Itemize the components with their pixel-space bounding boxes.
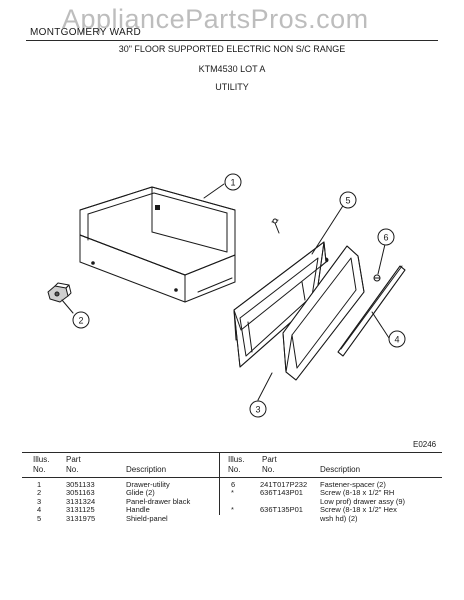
- table-cell-part: 636T143P01: [260, 488, 303, 498]
- table-row: 6: [231, 480, 236, 489]
- screw-part: [271, 218, 280, 234]
- table-cell-part: 3051163: [66, 488, 95, 498]
- table-row: 5: [37, 513, 42, 523]
- table-cell-part: 3131125: [66, 505, 95, 515]
- table-row: 1: [37, 480, 42, 489]
- callout-circles: [72, 173, 406, 418]
- table-row: *: [231, 505, 234, 515]
- table-cell-description: Glide (2): [126, 488, 155, 498]
- callout-label-3: 3: [255, 405, 260, 415]
- table-cell-description: Screw (8-18 x 1/2" RH: [320, 488, 395, 498]
- header-illus-left: Illus.No.: [33, 455, 50, 474]
- glide-part: [47, 282, 72, 303]
- table-cell-part: 241T017P232: [260, 480, 308, 489]
- callout-label-4: 4: [394, 335, 399, 345]
- table-cell-description: Drawer-utility: [126, 480, 170, 489]
- callout-label-1: 1: [230, 178, 235, 188]
- table-row: 2: [37, 488, 42, 498]
- table-cell-description: Panel-drawer black: [126, 496, 191, 506]
- brand-name: MONTGOMERY WARD: [30, 27, 141, 38]
- diagram-code: E0246: [413, 440, 437, 449]
- table-cell-description: Handle: [126, 505, 150, 515]
- callout-label-6: 6: [383, 233, 388, 243]
- table-cell-description: Screw (8-18 x 1/2" Hex: [320, 505, 397, 515]
- table-cell-description: Fastener-spacer (2): [320, 480, 386, 489]
- table-cell-part: 3051133: [66, 480, 95, 489]
- table-row: *: [231, 488, 234, 498]
- table-cell-description: wsh hd) (2): [320, 513, 358, 523]
- section-name: UTILITY: [215, 82, 249, 92]
- model-number: KTM4530 LOT A: [198, 64, 266, 74]
- table-row: 4: [37, 505, 42, 515]
- callout-label-2: 2: [78, 316, 83, 326]
- header-rule: [26, 40, 438, 41]
- header-description-right: Description: [320, 465, 361, 474]
- table-cell-part: 3131975: [66, 513, 96, 523]
- callout-leaders: [61, 183, 390, 401]
- table-cell-description: Low prof) drawer assy (9): [320, 496, 406, 506]
- table-cell-part: 3131324: [66, 496, 96, 506]
- table-header-rule: [22, 477, 442, 478]
- watermark-text: AppliancePartsPros.com: [62, 4, 369, 34]
- callout-label-5: 5: [345, 196, 350, 206]
- table-cell-description: Shield-panel: [126, 513, 168, 523]
- drawer-utility-part: [79, 186, 236, 303]
- table-column-divider: [219, 452, 220, 515]
- header-illus-right: Illus.No.: [228, 455, 245, 474]
- table-row: 3: [37, 496, 42, 506]
- handle-part: [337, 265, 406, 357]
- table-cell-part: 636T135P01: [260, 505, 303, 515]
- panel-drawer-black-part: [282, 245, 365, 381]
- table-top-rule: [22, 452, 442, 453]
- header-description-left: Description: [126, 465, 167, 474]
- page-title: 30" FLOOR SUPPORTED ELECTRIC NON S/C RAN…: [118, 44, 346, 54]
